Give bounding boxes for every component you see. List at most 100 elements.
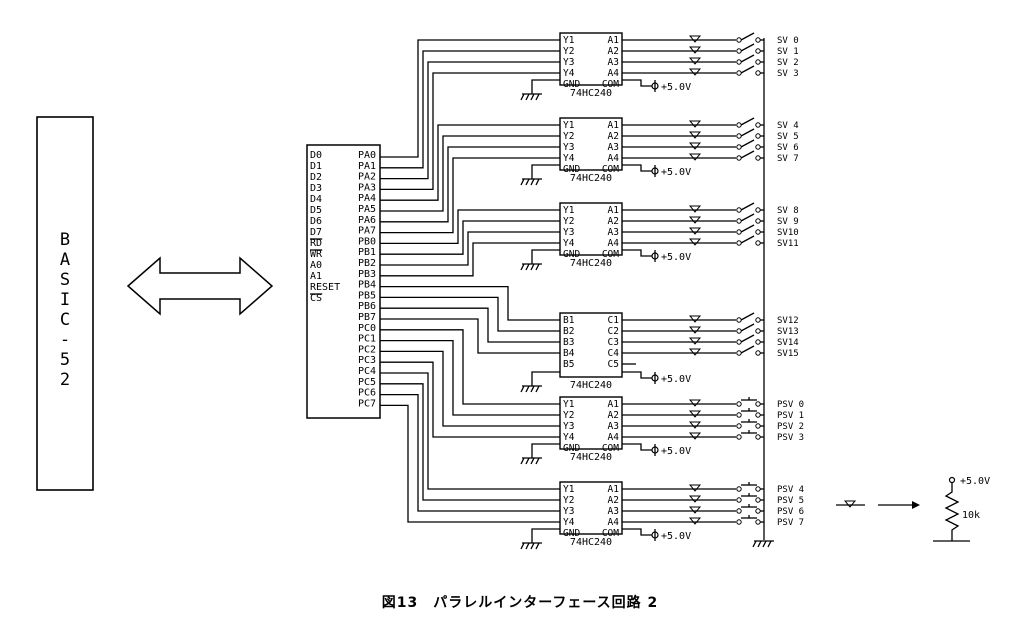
- port-wire: [380, 372, 560, 490]
- basic-52-glyph: 5: [60, 350, 70, 370]
- ppi-right-pin-label: PC2: [358, 344, 376, 355]
- switch-contact: [755, 207, 761, 213]
- switch-lever: [740, 43, 755, 52]
- ppi-right-pin-label: PA7: [358, 226, 376, 237]
- port-wire: [380, 231, 560, 266]
- switch-lever: [740, 54, 755, 63]
- com-wire: [622, 443, 652, 451]
- ground-hatch: [535, 178, 540, 186]
- switch-contact: [736, 508, 742, 514]
- port-wire: [380, 329, 560, 405]
- buffer-out-pin: A4: [608, 517, 620, 528]
- buffer-chip-box: [559, 312, 623, 378]
- buffer-out-pin: A3: [608, 57, 619, 68]
- ppi-left-pin-label: D1: [310, 161, 322, 172]
- switch-label: SV 1: [777, 47, 799, 57]
- led-symbol: [688, 506, 702, 514]
- buffer-in-pin: Y2: [563, 131, 574, 142]
- buffer-in-pin: Y2: [563, 495, 574, 506]
- buffer-gnd-pin: GND: [563, 164, 580, 175]
- switch-contact: [755, 37, 761, 43]
- ground-hatch: [535, 93, 540, 101]
- buffer-chip-box: [559, 396, 623, 450]
- ground-hatch: [535, 542, 540, 550]
- buffer-part-number: 74HC240: [570, 88, 612, 99]
- port-wires: [380, 39, 560, 523]
- switch-label: SV 0: [777, 36, 799, 46]
- switch-contact: [755, 229, 761, 235]
- buffer-in-pin: B1: [563, 315, 575, 326]
- legend-resistor-value: 10k: [962, 510, 980, 521]
- led-symbol: [688, 205, 702, 213]
- buffer-out-pin: C4: [608, 348, 620, 359]
- ppi-right-pin-label: PA3: [358, 182, 376, 193]
- ppi-right-pin-label: PB4: [358, 280, 376, 291]
- buffer-out-pin: A3: [608, 506, 619, 517]
- port-wire: [380, 296, 560, 332]
- port-wire: [380, 146, 560, 223]
- switch-contact: [736, 412, 742, 418]
- buffer-out-pin: A2: [608, 216, 619, 227]
- basic-52-box: [36, 116, 94, 491]
- ppi-chip-box: [306, 144, 381, 419]
- switch-contact: [755, 133, 761, 139]
- switch-label: SV12: [777, 316, 799, 326]
- ppi-left-pin-label: CS: [310, 293, 322, 304]
- buffer-out-pin: A4: [608, 432, 620, 443]
- ground-hatch: [757, 540, 762, 548]
- ground-hatch: [525, 178, 530, 186]
- switch-contact: [755, 155, 761, 161]
- ground-hatch: [520, 93, 525, 101]
- led-symbol: [688, 517, 702, 525]
- switch-contact: [755, 412, 761, 418]
- switch-contact: [736, 229, 742, 235]
- led-symbol: [688, 46, 702, 54]
- ppi-left-pin-label: D0: [310, 150, 322, 161]
- buffer-out-pin: A4: [608, 238, 620, 249]
- switch-contact: [755, 218, 761, 224]
- ppi-right-pin-label: PA1: [358, 161, 376, 172]
- gnd-wire: [531, 249, 560, 264]
- led-symbol: [688, 348, 702, 356]
- port-wire: [380, 157, 560, 234]
- ppi-right-pin-label: PB6: [358, 301, 376, 312]
- switch-label: PSV 6: [777, 507, 804, 517]
- switch-lever: [740, 65, 755, 74]
- switch-contact: [736, 401, 742, 407]
- ppi-right-pin-label: PB5: [358, 290, 376, 301]
- supply-label: +5.0V: [661, 252, 691, 263]
- buffer-in-pin: Y1: [563, 35, 575, 46]
- switch-contact: [736, 133, 742, 139]
- led-symbol: [688, 326, 702, 334]
- ground-hatch: [535, 385, 540, 393]
- ground-hatch: [530, 542, 535, 550]
- switch-label: SV 7: [777, 154, 799, 164]
- switch-label: SV 3: [777, 69, 799, 79]
- basic-52-glyph: 2: [60, 370, 70, 390]
- switch-lever: [740, 128, 755, 137]
- port-wire: [380, 50, 560, 169]
- gnd-wire: [531, 443, 560, 458]
- ground-hatch: [520, 385, 525, 393]
- switch-contact: [736, 497, 742, 503]
- switch-lever: [740, 235, 755, 244]
- switch-contact: [755, 48, 761, 54]
- switch-contact: [755, 144, 761, 150]
- basic-52-glyph: -: [60, 330, 70, 350]
- gnd-wire: [531, 528, 560, 543]
- ground-hatch: [530, 263, 535, 271]
- buffer-out-pin: C1: [608, 315, 620, 326]
- buffer-out-pin: A3: [608, 227, 619, 238]
- basic-52-glyph: A: [60, 250, 70, 270]
- ppi-left-pin-label: RD: [310, 238, 322, 249]
- buffer-out-pin: A2: [608, 131, 619, 142]
- switch-contact: [755, 508, 761, 514]
- buffer-out-pin: A2: [608, 410, 619, 421]
- figure-caption: 図13 パラレルインターフェース回路 2: [381, 595, 659, 611]
- switch-contact: [755, 401, 761, 407]
- ppi-right-pin-label: PA5: [358, 204, 376, 215]
- ppi-right-pin-label: PB7: [358, 312, 376, 323]
